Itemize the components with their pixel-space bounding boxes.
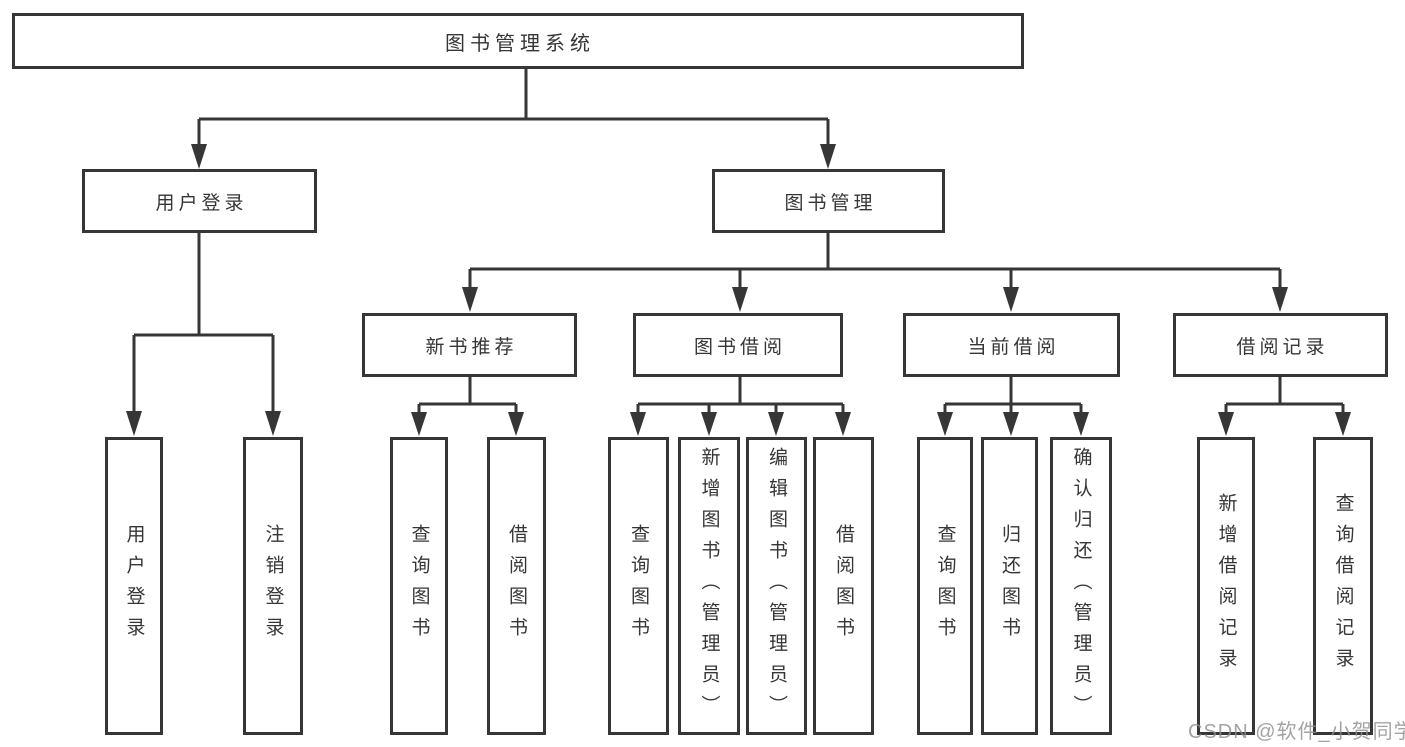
leaf-current-confirm-return-admin: 确认归还（管理员）	[1050, 437, 1112, 735]
leaf-borrow-add-books-admin-label: 新增图书（管理员）	[698, 446, 720, 726]
node-root: 图书管理系统	[12, 13, 1024, 69]
node-book-management: 图书管理	[712, 169, 945, 233]
leaf-newrec-borrow-books-label: 借阅图书	[506, 524, 527, 648]
node-user-login: 用户登录	[82, 169, 317, 233]
leaf-current-query-books-label: 查询图书	[934, 524, 956, 648]
connector-user-login-to-leaves	[132, 233, 275, 414]
arrowheads	[126, 144, 1351, 436]
connector-book-borrow-to-leaves	[636, 377, 845, 415]
node-user-login-label: 用户登录	[155, 192, 248, 214]
connector-book-management-to-level3	[468, 233, 1282, 290]
node-current-borrow-label: 当前借阅	[967, 336, 1060, 358]
leaf-record-add-borrow-record-label: 新增借阅记录	[1215, 493, 1237, 679]
leaf-borrow-add-books-admin: 新增图书（管理员）	[678, 437, 740, 735]
leaf-newrec-query-books-label: 查询图书	[408, 524, 430, 648]
leaf-logout-login-label: 注销登录	[262, 524, 284, 648]
leaf-user-login: 用户登录	[105, 437, 163, 735]
leaf-current-return-books: 归还图书	[981, 437, 1038, 735]
leaf-current-query-books: 查询图书	[917, 437, 973, 735]
node-root-label: 图书管理系统	[445, 32, 595, 55]
connector-new-book-recommend-to-leaves	[417, 377, 518, 415]
connector-root-to-level2	[197, 69, 830, 147]
leaf-logout-login: 注销登录	[243, 437, 303, 735]
leaf-borrow-query-books-label: 查询图书	[628, 524, 649, 648]
leaf-record-add-borrow-record: 新增借阅记录	[1197, 437, 1255, 735]
leaf-borrow-borrow-books-label: 借阅图书	[833, 524, 854, 648]
leaf-borrow-edit-books-admin: 编辑图书（管理员）	[746, 437, 807, 735]
node-new-book-recommend: 新书推荐	[362, 313, 577, 377]
node-book-management-label: 图书管理	[784, 192, 877, 214]
leaf-current-confirm-return-admin-label: 确认归还（管理员）	[1070, 446, 1092, 726]
leaf-record-query-borrow-record-label: 查询借阅记录	[1332, 493, 1354, 679]
node-borrow-record: 借阅记录	[1173, 313, 1388, 377]
csdn-watermark: CSDN @软件_小贺同学	[1188, 721, 1405, 743]
node-current-borrow: 当前借阅	[903, 313, 1120, 377]
connector-current-borrow-to-leaves	[943, 377, 1083, 415]
node-book-borrow: 图书借阅	[633, 313, 843, 377]
leaf-borrow-query-books: 查询图书	[608, 437, 669, 735]
leaf-user-login-label: 用户登录	[123, 524, 145, 648]
leaf-borrow-edit-books-admin-label: 编辑图书（管理员）	[766, 446, 787, 726]
leaf-current-return-books-label: 归还图书	[999, 524, 1020, 648]
leaf-newrec-query-books: 查询图书	[390, 437, 448, 735]
node-new-book-recommend-label: 新书推荐	[425, 336, 518, 358]
leaf-record-query-borrow-record: 查询借阅记录	[1313, 437, 1373, 735]
leaf-borrow-borrow-books: 借阅图书	[813, 437, 874, 735]
node-book-borrow-label: 图书借阅	[693, 336, 786, 358]
node-borrow-record-label: 借阅记录	[1236, 336, 1329, 358]
leaf-newrec-borrow-books: 借阅图书	[487, 437, 546, 735]
connector-borrow-record-to-leaves	[1224, 377, 1345, 415]
